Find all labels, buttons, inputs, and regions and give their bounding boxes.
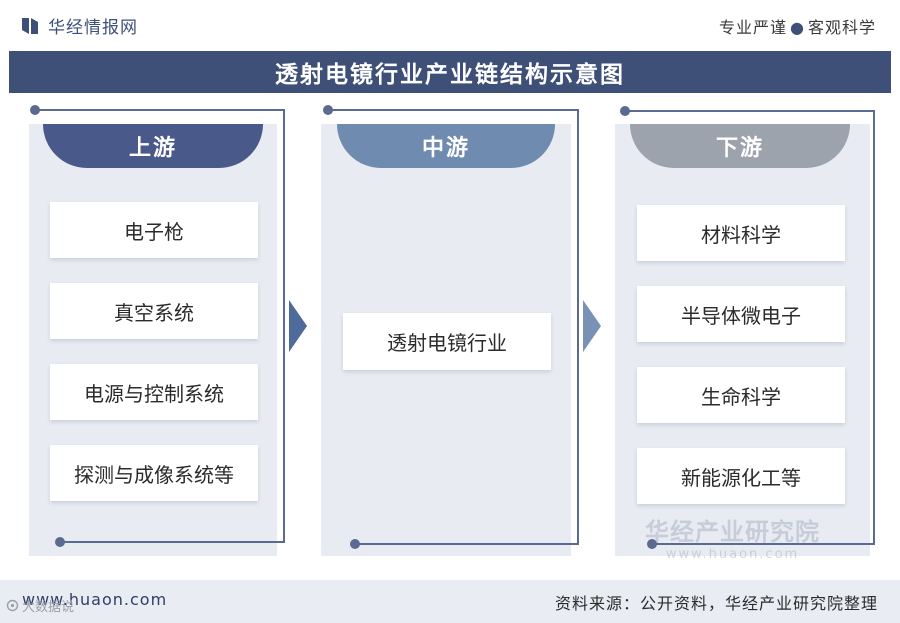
downstream-bottom-dot-icon	[647, 539, 657, 549]
upstream-item: 真空系统	[50, 283, 258, 339]
midstream-top-dot-icon	[323, 105, 333, 115]
downstream-item: 生命科学	[637, 367, 845, 423]
watermark: 华经产业研究院 www.huaon.com	[645, 512, 820, 562]
watermark-en: www.huaon.com	[665, 547, 800, 562]
upstream-item: 探测与成像系统等	[50, 445, 258, 501]
arrow-right-icon	[583, 300, 601, 352]
downstream-item: 新能源化工等	[637, 448, 845, 504]
credit-text: 大数据说	[22, 600, 75, 615]
title-banner: 透射电镜行业产业链结构示意图	[9, 51, 891, 93]
midstream-frame-line	[328, 109, 579, 545]
credit-logo-icon	[6, 599, 19, 612]
slogan: 专业严谨●客观科学	[719, 14, 876, 38]
upstream-item: 电子枪	[50, 202, 258, 258]
footer-bar: www.huaon.com 资料来源：公开资料，华经产业研究院整理	[0, 580, 900, 623]
upstream-label: 上游	[128, 135, 177, 161]
slogan-left: 专业严谨	[719, 18, 788, 37]
slogan-right: 客观科学	[807, 18, 876, 37]
downstream-top-dot-icon	[620, 106, 630, 116]
page-title: 透射电镜行业产业链结构示意图	[275, 61, 625, 88]
midstream-label: 中游	[421, 135, 470, 161]
downstream-frame-line	[625, 110, 875, 545]
arrow-right-icon	[289, 300, 307, 352]
upstream-tab: 上游	[43, 124, 263, 168]
midstream-bottom-dot-icon	[350, 539, 360, 549]
upstream-frame-line	[35, 109, 285, 543]
footer-source: 资料来源：公开资料，华经产业研究院整理	[554, 594, 878, 613]
brand-logo-icon	[22, 17, 38, 34]
midstream-item: 透射电镜行业	[343, 313, 551, 370]
watermark-cn: 华经产业研究院	[645, 518, 820, 546]
slogan-dot-icon: ●	[790, 18, 805, 37]
brand[interactable]: 华经情报网	[20, 13, 138, 38]
credit: 大数据说	[6, 596, 74, 615]
midstream-tab: 中游	[337, 124, 555, 168]
top-bar: 华经情报网 专业严谨●客观科学	[0, 0, 900, 46]
brand-name: 华经情报网	[48, 18, 138, 38]
footer-url-link[interactable]: www.huaon.com	[22, 590, 168, 609]
downstream-tab: 下游	[630, 124, 850, 168]
downstream-item: 半导体微电子	[637, 286, 845, 342]
upstream-item: 电源与控制系统	[50, 364, 258, 420]
downstream-label: 下游	[715, 135, 764, 161]
upstream-top-dot-icon	[30, 105, 40, 115]
downstream-item: 材料科学	[637, 205, 845, 261]
upstream-bottom-dot-icon	[55, 537, 65, 547]
